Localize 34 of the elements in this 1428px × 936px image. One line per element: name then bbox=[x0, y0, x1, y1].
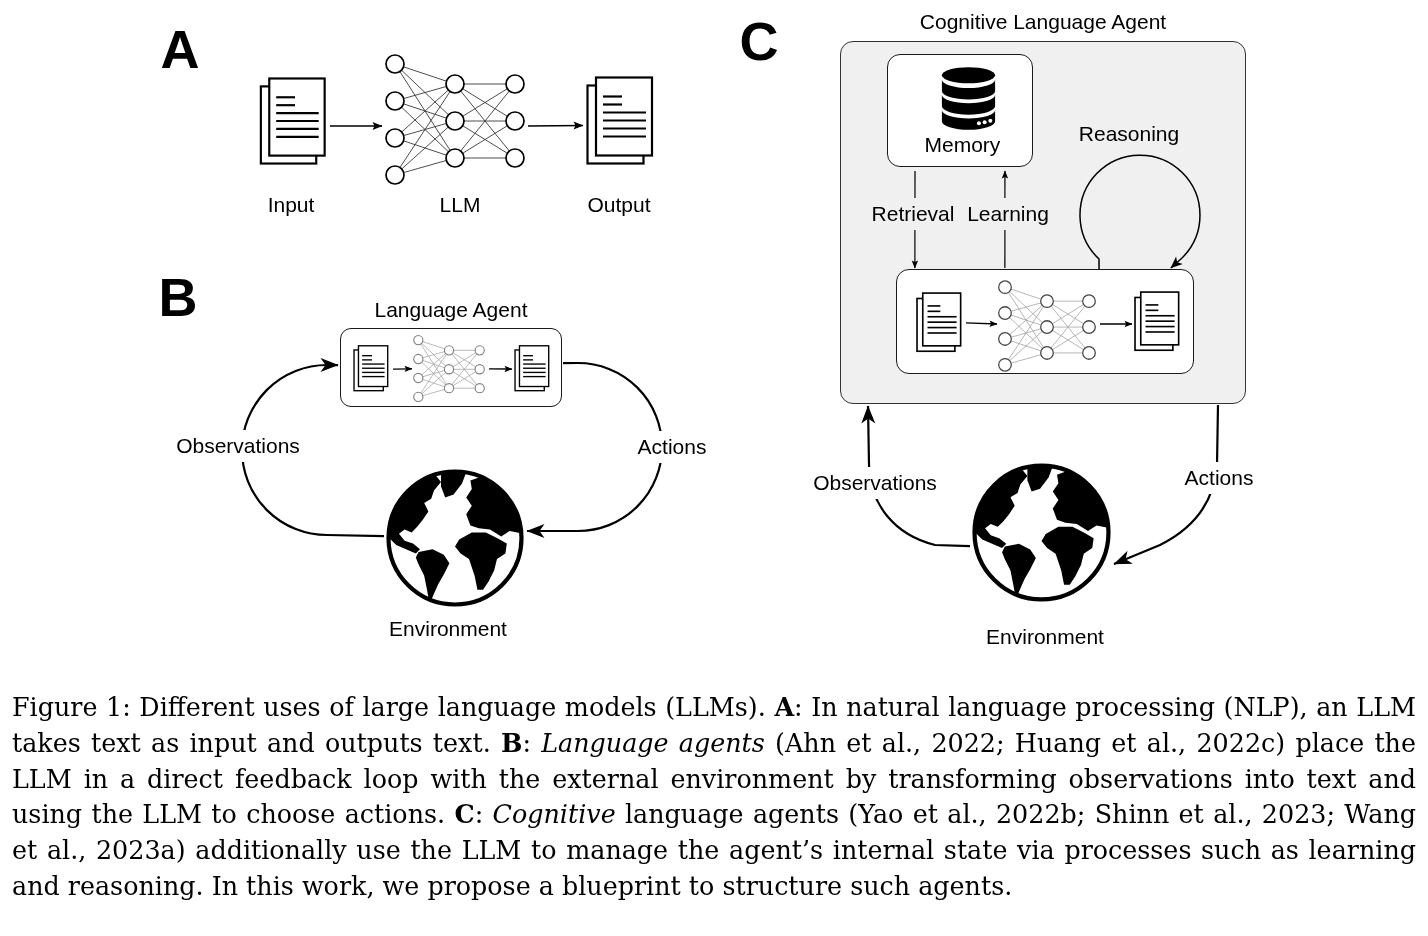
curved-arrow bbox=[241, 358, 384, 538]
node-caption: Input bbox=[267, 193, 315, 217]
arrow bbox=[392, 365, 413, 373]
globe-icon bbox=[385, 468, 525, 608]
document-icon bbox=[1133, 290, 1180, 352]
model-panel bbox=[896, 269, 1195, 375]
figure-caption: Figure 1: Different uses of large language models (LLMs). A: In natural language processing (NLP), an LLM takes text as input and outputs text. B: Language agents (Ahn et al., 2022; Huang et al., 2022c) place the LLM in a direct feedback loop with the external environment by transforming observations into text and using the LLM to choose actions. C: Cognitive language agents (Yao et al., 2022b; Shinn et al., 2023; Wang et al., 2023a) additionally use the LLM to manage the agent’s internal state via processes such as learning and reasoning. In this work, we propose a blueprint to structure such agents. bbox=[12, 691, 1416, 903]
document-icon bbox=[915, 291, 962, 353]
globe-icon bbox=[971, 462, 1112, 603]
node-caption: Environment bbox=[389, 617, 507, 641]
neural-network-icon bbox=[385, 54, 525, 185]
node-caption: Environment bbox=[986, 625, 1104, 649]
arrow bbox=[965, 320, 998, 327]
panel-letter: C bbox=[739, 14, 779, 68]
document-icon bbox=[259, 77, 327, 166]
node-caption: Output bbox=[587, 193, 651, 217]
document-icon bbox=[353, 345, 390, 393]
node-caption: LLM bbox=[439, 193, 481, 217]
arrow bbox=[329, 122, 383, 131]
arrow bbox=[527, 121, 584, 130]
memory-panel bbox=[887, 54, 1034, 168]
curved-arrow bbox=[526, 361, 663, 538]
arrow bbox=[1099, 320, 1133, 328]
panel-letter: B bbox=[158, 270, 198, 324]
neural-network-icon bbox=[413, 335, 486, 403]
document-icon bbox=[586, 76, 654, 166]
node-label: Memory bbox=[924, 133, 1001, 158]
panel-title: Language Agent bbox=[374, 297, 528, 323]
panel-title: Cognitive Language Agent bbox=[919, 9, 1167, 35]
neural-network-icon bbox=[997, 279, 1096, 372]
curved-arrow bbox=[1079, 154, 1201, 270]
panel-letter: A bbox=[160, 22, 200, 76]
document-icon bbox=[514, 345, 551, 393]
arrow bbox=[488, 365, 513, 373]
